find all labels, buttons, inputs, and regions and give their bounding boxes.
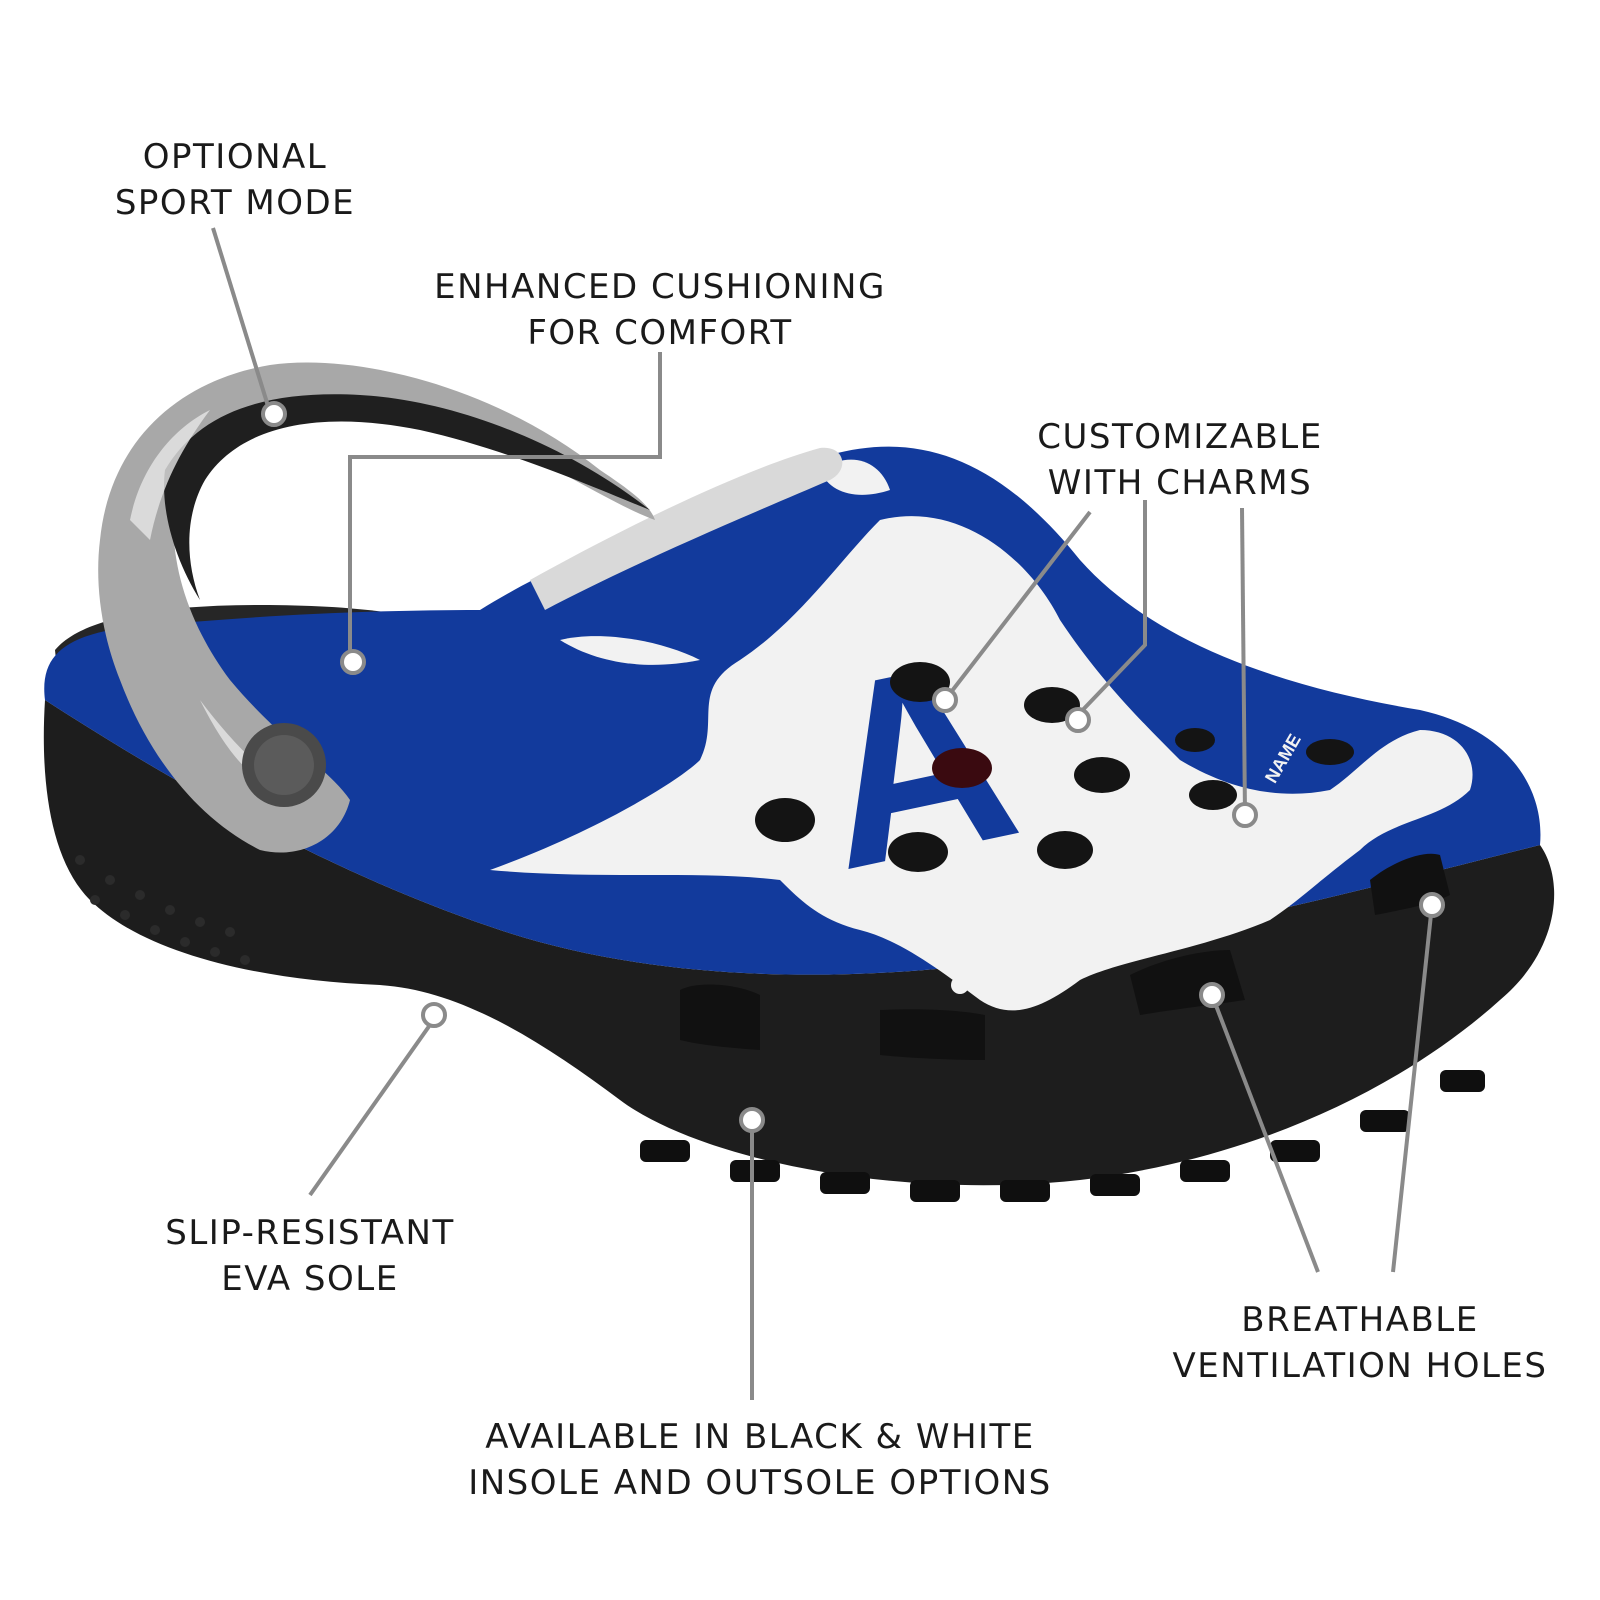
strap-highlight [130,410,290,790]
callout-color-options-line1: AVAILABLE IN BLACK & WHITE [485,1417,1035,1457]
callout-sport-mode-line2: SPORT MODE [114,183,356,223]
callout-ventilation: BREATHABLE VENTILATION HOLES [1140,1297,1580,1389]
callout-dots [261,401,1445,1133]
callout-cushioning-line1: ENHANCED CUSHIONING [434,267,886,307]
upper-ridge [530,447,843,610]
callout-sport-mode-line1: OPTIONAL [142,137,328,177]
sole-tread [640,1070,1485,1202]
callout-cushioning: ENHANCED CUSHIONING FOR COMFORT [400,264,920,356]
callout-sport-mode: OPTIONAL SPORT MODE [90,134,380,226]
callout-charms-line2: WITH CHARMS [1047,463,1313,503]
callout-cushioning-line2: FOR COMFORT [527,313,793,353]
callout-charms-line1: CUSTOMIZABLE [1037,417,1323,457]
callout-sole-line1: SLIP-RESISTANT [165,1213,455,1253]
callout-ventilation-line1: BREATHABLE [1241,1300,1479,1340]
outsole [43,700,1555,1186]
callout-color-options: AVAILABLE IN BLACK & WHITE INSOLE AND OU… [420,1414,1100,1506]
callout-color-options-line2: INSOLE AND OUTSOLE OPTIONS [468,1463,1052,1503]
strap-rivet-center [254,735,314,795]
callout-ventilation-line2: VENTILATION HOLES [1172,1346,1548,1386]
callout-sole: SLIP-RESISTANT EVA SOLE [140,1210,480,1302]
callout-lines [211,227,1434,1400]
callout-sole-line2: EVA SOLE [221,1259,399,1299]
heel-strap-inner [164,394,650,600]
callout-charms: CUSTOMIZABLE WITH CHARMS [1010,414,1350,506]
heel-strap [98,362,656,853]
heel-texture [75,855,250,965]
